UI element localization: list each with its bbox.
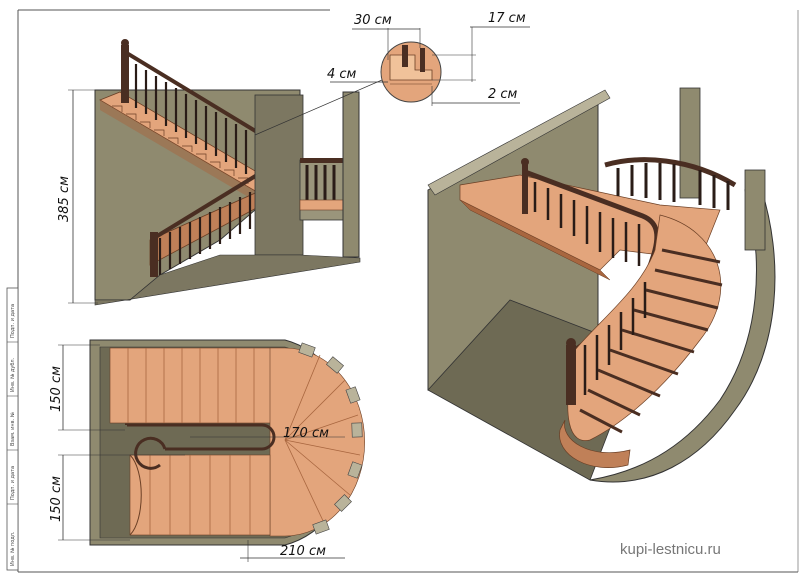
newel-post-top xyxy=(121,45,129,103)
dimension-inner-length: 170 см xyxy=(283,426,329,441)
stamp-label-4: Подп. и дата xyxy=(10,466,16,500)
dimension-total-height: 385 см xyxy=(57,176,72,222)
newel-post-bottom xyxy=(150,232,158,277)
stamp-label-2: Инв. № дубл. xyxy=(10,357,16,392)
dimension-outer-length: 210 см xyxy=(280,544,326,559)
dimension-gap: 2 см xyxy=(488,87,518,102)
iso-newel-post xyxy=(566,345,576,405)
watermark: kupi-lestnicu.ru xyxy=(620,541,721,558)
title-block-strip: Подп. и дата Инв. № дубл. Взам. инв. № П… xyxy=(6,287,19,571)
stamp-label-3: Взам. инв. № xyxy=(10,411,16,446)
iso-lower-flight xyxy=(559,214,723,468)
upper-handrail xyxy=(123,50,264,137)
iso-upper-balusters xyxy=(533,182,641,266)
plan-curved-railing xyxy=(298,342,363,535)
dimension-riser-height: 17 см xyxy=(488,11,526,26)
plan-lower-flight xyxy=(129,454,271,536)
lower-handrail xyxy=(152,170,264,240)
step-detail-callout: 30 см 17 см 4 см 2 см xyxy=(254,11,530,136)
iso-lower-balusters xyxy=(583,282,647,395)
dimension-flight-width-upper: 150 см xyxy=(49,366,64,412)
isometric-view xyxy=(427,87,776,483)
dimension-nosing: 4 см xyxy=(327,67,357,82)
plan-upper-flight xyxy=(109,347,286,424)
dimension-flight-width-lower: 150 см xyxy=(49,476,64,522)
dimension-tread-depth: 30 см xyxy=(354,13,392,28)
lower-balusters xyxy=(158,192,252,275)
plan-view: 170 см 150 см 150 см 210 см xyxy=(49,339,365,562)
side-elevation-view: 385 см xyxy=(57,39,361,306)
stamp-label-5: Инв. № подл. xyxy=(10,531,16,566)
stamp-label-1: Подп. и дата xyxy=(10,304,16,338)
